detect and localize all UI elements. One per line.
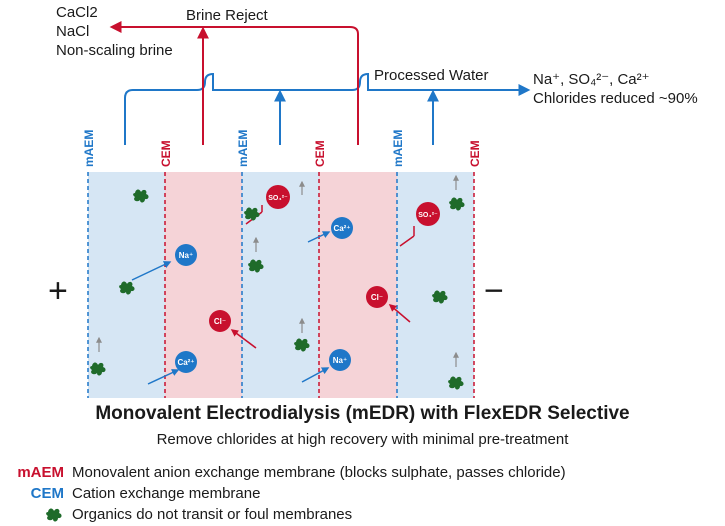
membrane-label-4: CEM xyxy=(313,140,327,167)
flow-arrows xyxy=(96,174,459,367)
ca-arrow-2 xyxy=(307,231,331,243)
legend-row-organics: Organics do not transit or foul membrane… xyxy=(14,504,566,525)
legend-key-cem: CEM xyxy=(30,485,64,502)
membrane-label-6: CEM xyxy=(468,140,482,167)
na-arrow-2 xyxy=(301,367,330,383)
processed-water-piping xyxy=(124,72,531,145)
membrane-label-3: mAEM xyxy=(236,130,250,167)
legend: mAEM Monovalent anion exchange membrane … xyxy=(14,462,566,525)
legend-text-maem: Monovalent anion exchange membrane (bloc… xyxy=(72,464,566,481)
product-line1: Na⁺, SO₄²⁻, Ca²⁺ xyxy=(533,71,650,88)
legend-row-cem: CEM Cation exchange membrane xyxy=(14,483,566,504)
na-ion-2: Na⁺ xyxy=(329,349,351,371)
legend-key-maem: mAEM xyxy=(17,464,64,481)
edr-diagram: mAEM CEM mAEM CEM mAEM CEM CaCl2 NaCl No… xyxy=(48,4,698,398)
legend-key-organic xyxy=(14,506,64,523)
na-ion-1-label: Na⁺ xyxy=(179,251,193,260)
membrane-labels: mAEM CEM mAEM CEM mAEM CEM xyxy=(82,130,482,167)
na-arrow-1 xyxy=(131,261,172,281)
na-ion-1: Na⁺ xyxy=(175,244,197,266)
ca-ion-1: Ca²⁺ xyxy=(175,351,197,373)
membrane-label-5: mAEM xyxy=(391,130,405,167)
ca-ion-2-label: Ca²⁺ xyxy=(333,224,350,233)
anode-plus: + xyxy=(48,272,68,310)
legend-text-organics: Organics do not transit or foul membrane… xyxy=(72,506,353,523)
top-left-line1: CaCl2 xyxy=(56,4,98,21)
cl-arrow-2 xyxy=(388,304,411,323)
diagram-title: Monovalent Electrodialysis (mEDR) with F… xyxy=(95,403,630,424)
membranes xyxy=(87,172,475,398)
top-left-label: CaCl2 NaCl Non-scaling brine xyxy=(56,4,173,59)
so4-ion-1-label: SO₄²⁻ xyxy=(268,195,288,202)
top-left-line3: Non-scaling brine xyxy=(56,42,173,59)
cl-arrow-1 xyxy=(230,329,257,349)
so4-ion-1: SO₄²⁻ xyxy=(266,185,290,209)
ca-arrow-1 xyxy=(147,369,180,385)
na-ion-2-label: Na⁺ xyxy=(333,356,347,365)
brine-riser-right xyxy=(109,21,359,145)
membrane-label-1: mAEM xyxy=(82,130,96,167)
cathode-minus: − xyxy=(484,272,504,310)
cl-ion-2-label: Cl⁻ xyxy=(371,293,383,302)
top-left-line2: NaCl xyxy=(56,23,89,40)
brine-reject-label: Brine Reject xyxy=(186,7,269,24)
compartments xyxy=(88,172,474,398)
ions: Na⁺ Ca²⁺ Cl⁻ SO₄²⁻ Ca²⁺ Na⁺ xyxy=(175,185,440,373)
brine-reject-piping xyxy=(109,21,359,145)
product-line2: Chlorides reduced ~90% xyxy=(533,90,698,107)
so4-ion-2-label: SO₄²⁻ xyxy=(418,212,438,219)
diagram-subtitle: Remove chlorides at high recovery with m… xyxy=(156,431,569,448)
ion-arrows xyxy=(131,205,415,385)
so4-ion-2: SO₄²⁻ xyxy=(416,202,440,226)
cl-ion-2: Cl⁻ xyxy=(366,286,388,308)
membrane-label-2: CEM xyxy=(159,140,173,167)
cl-ion-1: Cl⁻ xyxy=(209,310,231,332)
so4-reflect-2 xyxy=(399,226,415,247)
cl-ion-1-label: Cl⁻ xyxy=(214,317,226,326)
processed-water-line xyxy=(124,72,531,145)
organic-icon xyxy=(46,508,62,522)
processed-water-label: Processed Water xyxy=(374,67,489,84)
legend-text-cem: Cation exchange membrane xyxy=(72,485,261,502)
ca-ion-1-label: Ca²⁺ xyxy=(177,358,194,367)
ca-ion-2: Ca²⁺ xyxy=(331,217,353,239)
legend-row-maem: mAEM Monovalent anion exchange membrane … xyxy=(14,462,566,483)
